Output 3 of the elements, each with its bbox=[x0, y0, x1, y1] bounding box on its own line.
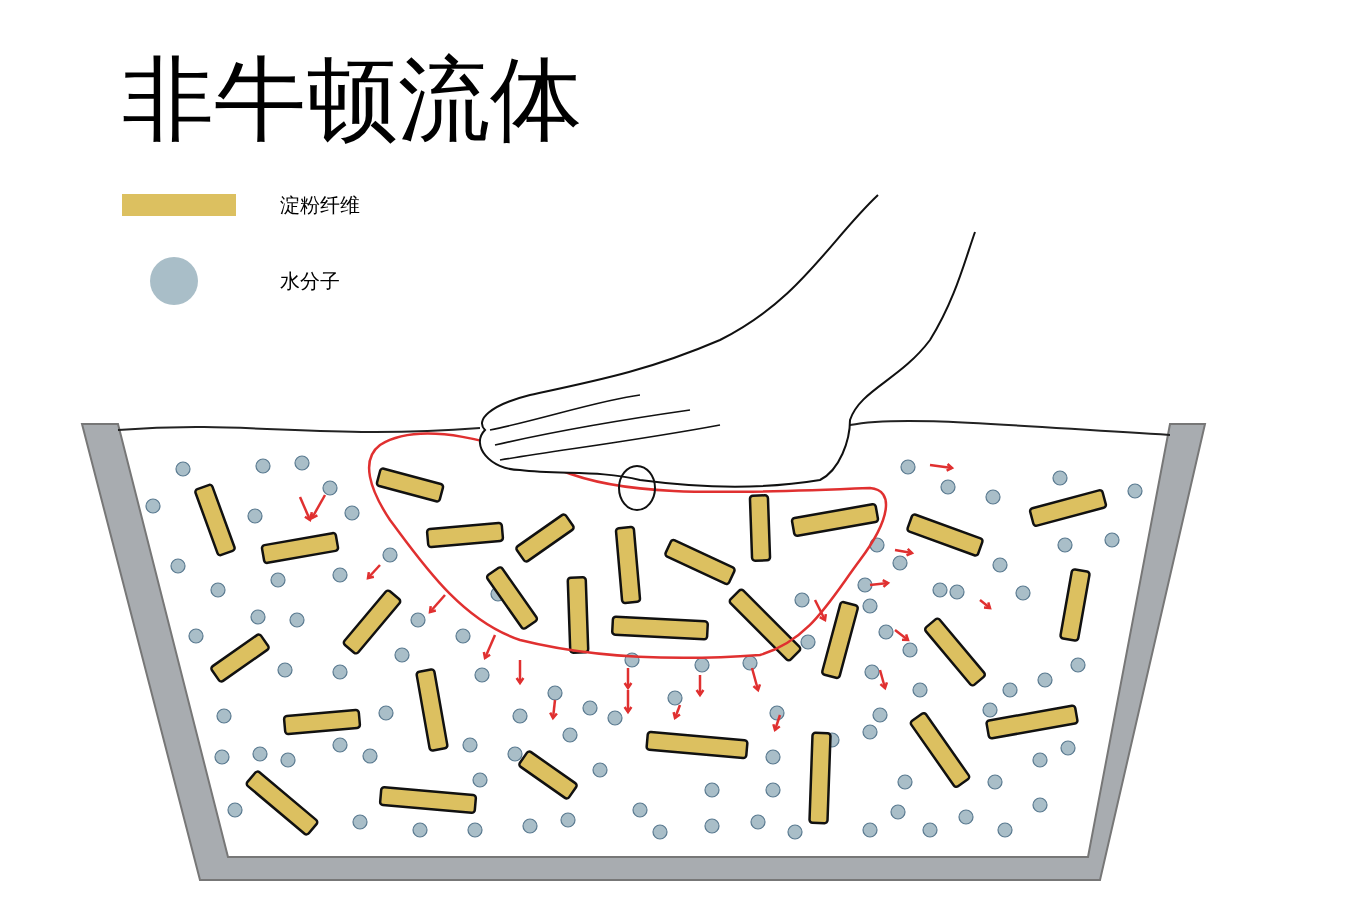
title: 非牛顿流体 bbox=[122, 45, 582, 155]
legend-label: 淀粉纤维 bbox=[280, 192, 360, 218]
legend-label: 水分子 bbox=[280, 268, 340, 294]
